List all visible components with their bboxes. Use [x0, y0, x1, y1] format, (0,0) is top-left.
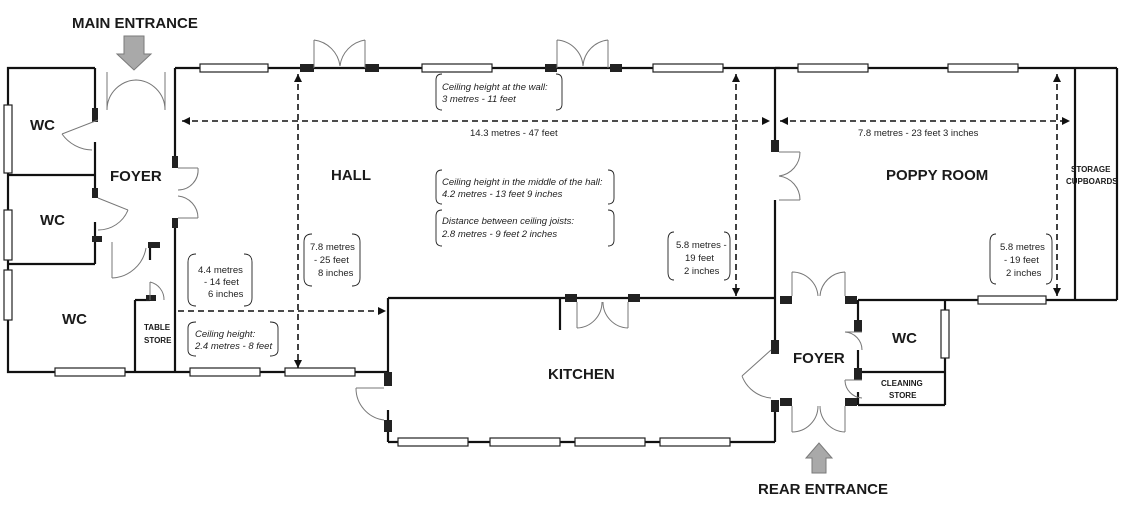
poppy-width-line-3: 2 inches — [1006, 268, 1042, 279]
storage-label-1: STORAGE — [1071, 165, 1111, 174]
joists-note-2: 2.8 metres - 9 feet 2 inches — [441, 229, 557, 240]
foyer-width-line-2: - 14 feet — [204, 277, 239, 288]
wc-label-middle: WC — [40, 212, 65, 229]
main-entrance-arrow — [115, 35, 153, 71]
wc-label-bottom: WC — [62, 311, 87, 328]
hall-width-line-2: - 25 feet — [314, 255, 349, 266]
ceiling-middle-note-2: 4.2 metres - 13 feet 9 inches — [442, 189, 563, 200]
joists-note-1: Distance between ceiling joists: — [442, 216, 574, 227]
cleaning-store-label-1: CLEANING — [881, 379, 923, 388]
ceiling-foyer-note-2: 2.4 metres - 8 feet — [194, 341, 272, 352]
wc-label-rear: WC — [892, 330, 917, 347]
table-store-label-2: STORE — [144, 336, 172, 345]
hall-label: HALL — [331, 167, 371, 184]
poppy-width-line-2: - 19 feet — [1004, 255, 1039, 266]
walls — [6, 66, 1119, 444]
ceiling-foyer-note-1: Ceiling height: — [195, 329, 256, 340]
hall-width-line-3: 8 inches — [318, 268, 354, 279]
hall-east-width-line-3: 2 inches — [684, 266, 720, 277]
wc-label-top: WC — [30, 117, 55, 134]
door-jambs — [92, 64, 862, 432]
table-store-label-1: TABLE — [144, 323, 171, 332]
ceiling-wall-note-1: Ceiling height at the wall: — [442, 82, 548, 93]
cleaning-store-label-2: STORE — [889, 391, 917, 400]
rear-entrance-label: REAR ENTRANCE — [758, 481, 888, 498]
dimension-lines — [178, 74, 1070, 368]
foyer-label-rear: FOYER — [793, 350, 845, 367]
windows — [3, 63, 1047, 447]
poppy-width-line-1: 5.8 metres — [1000, 242, 1045, 253]
foyer-width-line-3: 6 inches — [208, 289, 244, 300]
poppy-length-measurement: 7.8 metres - 23 feet 3 inches — [858, 128, 979, 139]
poppy-room-label: POPPY ROOM — [886, 167, 988, 184]
kitchen-label: KITCHEN — [548, 366, 615, 383]
hall-length-measurement: 14.3 metres - 47 feet — [470, 128, 558, 139]
foyer-label-main: FOYER — [110, 168, 162, 185]
door-swings — [61, 39, 863, 433]
storage-label-2: CUPBOARDS — [1066, 177, 1118, 186]
ceiling-middle-note-1: Ceiling height in the middle of the hall… — [442, 177, 603, 188]
hall-east-width-line-2: 19 feet — [685, 253, 714, 264]
main-entrance-label: MAIN ENTRANCE — [72, 15, 198, 32]
note-brackets — [187, 73, 1053, 357]
hall-east-width-line-1: 5.8 metres - — [676, 240, 727, 251]
ceiling-wall-note-2: 3 metres - 11 feet — [442, 94, 516, 105]
foyer-width-line-1: 4.4 metres — [198, 265, 243, 276]
hall-width-line-1: 7.8 metres — [310, 242, 355, 253]
rear-entrance-arrow — [804, 442, 834, 474]
